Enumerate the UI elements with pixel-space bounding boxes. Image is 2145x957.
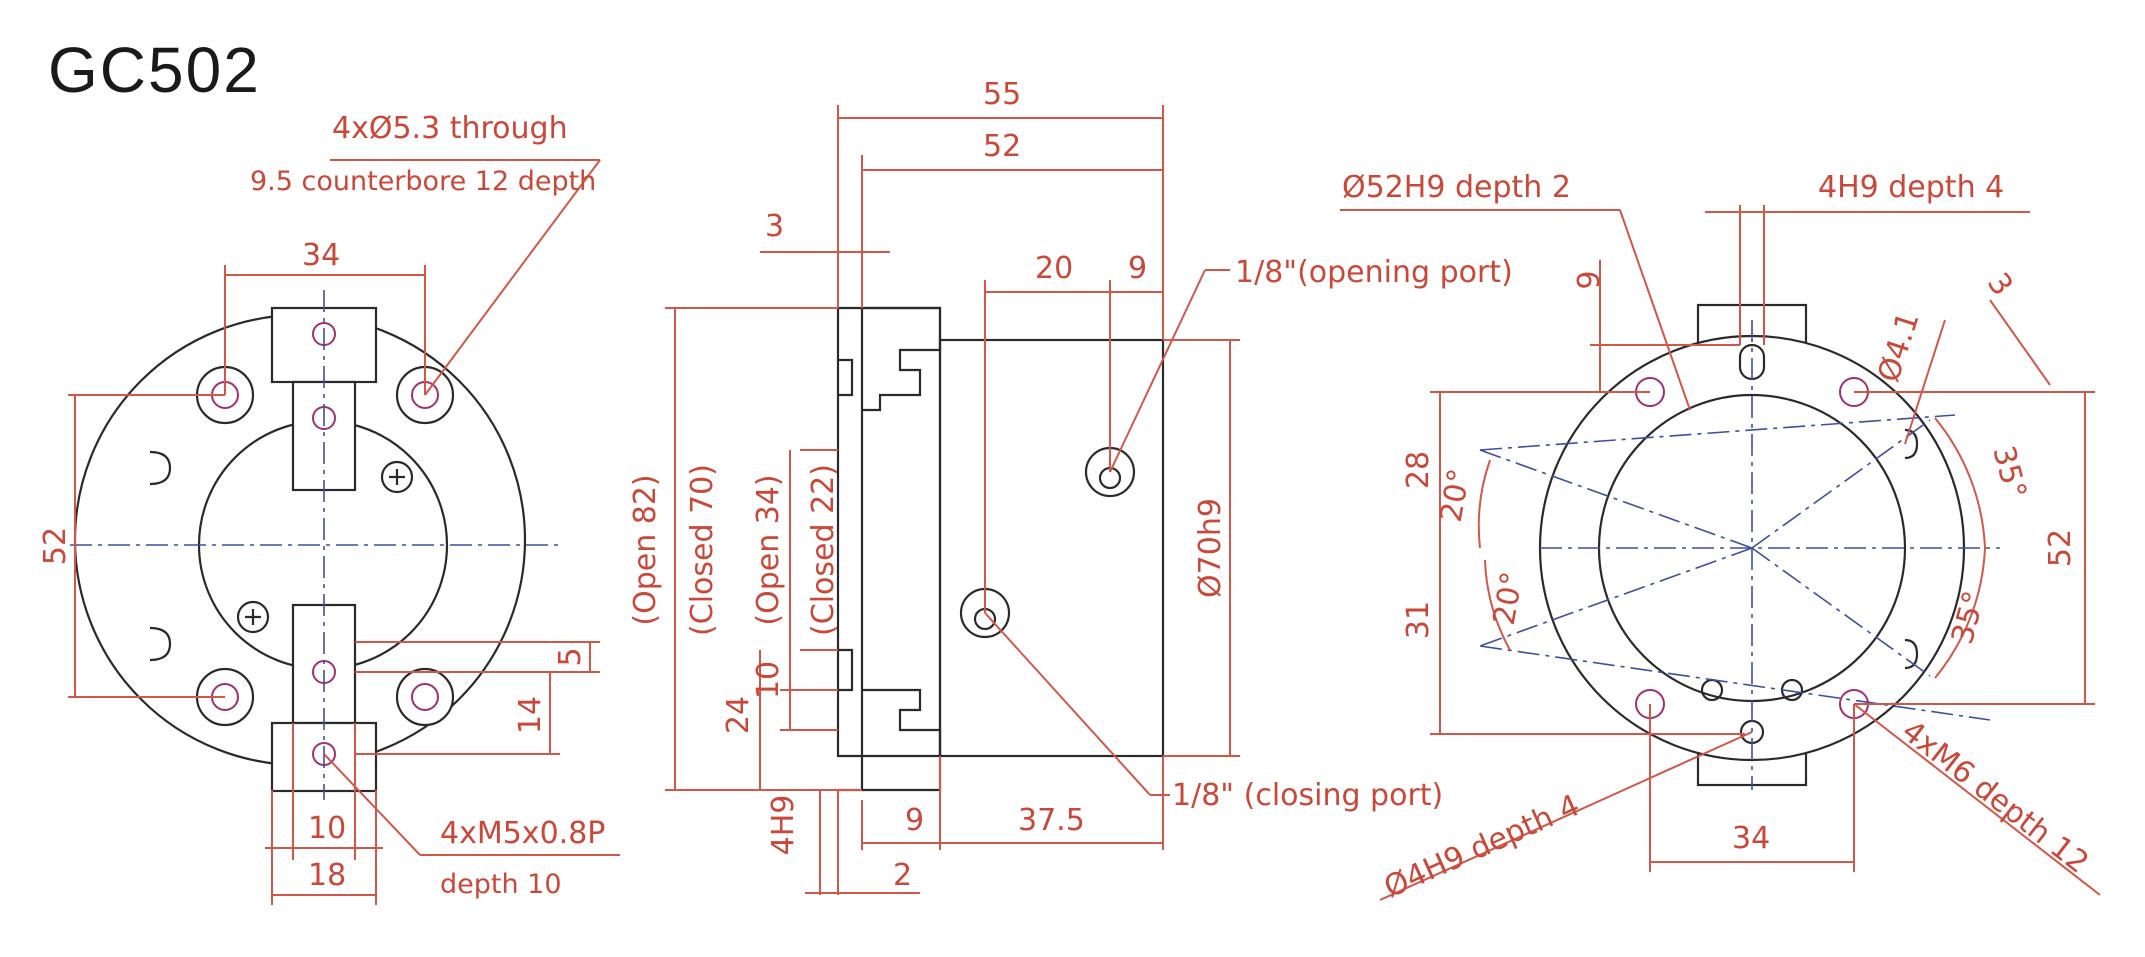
- dim-18: 18: [308, 858, 346, 893]
- side-flange: [836, 306, 942, 758]
- dim-24: 24: [721, 696, 756, 734]
- left-screw-2: [236, 600, 270, 634]
- leader-closing-port: [984, 612, 1151, 796]
- dim-open34: (Open 34): [751, 474, 786, 625]
- dim-closed70: (Closed 70): [685, 464, 720, 636]
- leader-opening-port: [1109, 269, 1206, 473]
- dim-9-bottom: 9: [905, 803, 924, 838]
- dim-6: 6: [1569, 270, 1604, 289]
- arc-20-bottom: [1484, 559, 1511, 651]
- label-phi41: Ø4.1: [1871, 308, 1926, 387]
- dim-closed22: (Closed 22): [806, 464, 841, 636]
- label-thread: 4xM5x0.8P: [440, 816, 605, 851]
- dim-3-right: 3: [1980, 267, 2020, 303]
- dim-52-side: 52: [983, 129, 1021, 164]
- dim-52-right: 52: [2043, 529, 2078, 567]
- right-notch-2: [1904, 638, 1919, 670]
- leader-phi4: [1379, 731, 1753, 901]
- dim-open82: (Open 82): [628, 474, 663, 625]
- left-notch-top: [149, 450, 172, 486]
- dim-34: 34: [302, 238, 340, 273]
- dim-31: 31: [1401, 601, 1436, 639]
- leader-m6: [1853, 703, 2101, 896]
- angle-35-top: 35°: [1985, 442, 2033, 502]
- dim-10-left: 10: [308, 811, 346, 846]
- dim-5: 5: [553, 647, 588, 666]
- label-counterbore: 9.5 counterbore 12 depth: [250, 166, 596, 197]
- leader-phi52: [1619, 209, 1691, 411]
- side-top-jaw: [862, 306, 942, 412]
- arc-35-bottom: [1934, 547, 1986, 679]
- side-body: [938, 338, 1165, 758]
- angle-20-bottom: 20°: [1487, 569, 1531, 627]
- dim-34-right: 34: [1732, 821, 1770, 856]
- left-screw-1: [380, 460, 414, 494]
- label-through-hole: 4xØ5.3 through: [332, 111, 568, 146]
- side-bottom-jaw: [862, 688, 942, 792]
- dim-28: 28: [1401, 451, 1436, 489]
- dim-55: 55: [983, 77, 1021, 112]
- dim-2: 2: [893, 858, 912, 893]
- arc-20-top: [1477, 459, 1491, 549]
- label-phi52: Ø52H9 depth 2: [1342, 170, 1571, 205]
- label-m6: 4xM6 depth 12: [1895, 714, 2095, 881]
- left-view: 34 4xØ5.3 through 9.5 counterbore 12 dep…: [38, 111, 620, 905]
- right-angle-line-1: [1479, 414, 1956, 451]
- leader-through-hole: [424, 159, 601, 396]
- leader-phi41: [1904, 319, 1946, 445]
- dim-52-left: 52: [38, 527, 73, 565]
- label-4h9-depth: 4H9 depth 4: [1818, 170, 2004, 205]
- dim-14: 14: [513, 696, 548, 734]
- dim-phi70: Ø70h9: [1193, 498, 1228, 598]
- dim-9-top: 9: [1128, 251, 1147, 286]
- label-thread-depth: depth 10: [440, 869, 562, 900]
- right-angle-line-2: [1479, 645, 1991, 721]
- right-notch-1: [1904, 428, 1919, 460]
- model-title: GC502: [48, 34, 261, 106]
- label-closing-port: 1/8" (closing port): [1172, 778, 1443, 813]
- dim-3-side: 3: [765, 209, 784, 244]
- dim-4h9: 4H9: [766, 795, 801, 856]
- label-opening-port: 1/8"(opening port): [1235, 255, 1513, 290]
- dim-10-side: 10: [751, 661, 786, 699]
- arc-35-top: [1934, 417, 1986, 549]
- left-notch-bottom: [149, 626, 172, 662]
- left-hole-br: [411, 683, 439, 711]
- leader-thread: [323, 753, 421, 856]
- right-view: Ø52H9 depth 2 4H9 depth 4 6 3 Ø4.1 28 31…: [1340, 170, 2101, 905]
- dim-375: 37.5: [1018, 803, 1085, 838]
- dim-20: 20: [1035, 251, 1073, 286]
- side-view: 55 52 3 20 9 1/8"(opening port) 1/8" (cl…: [628, 77, 1513, 895]
